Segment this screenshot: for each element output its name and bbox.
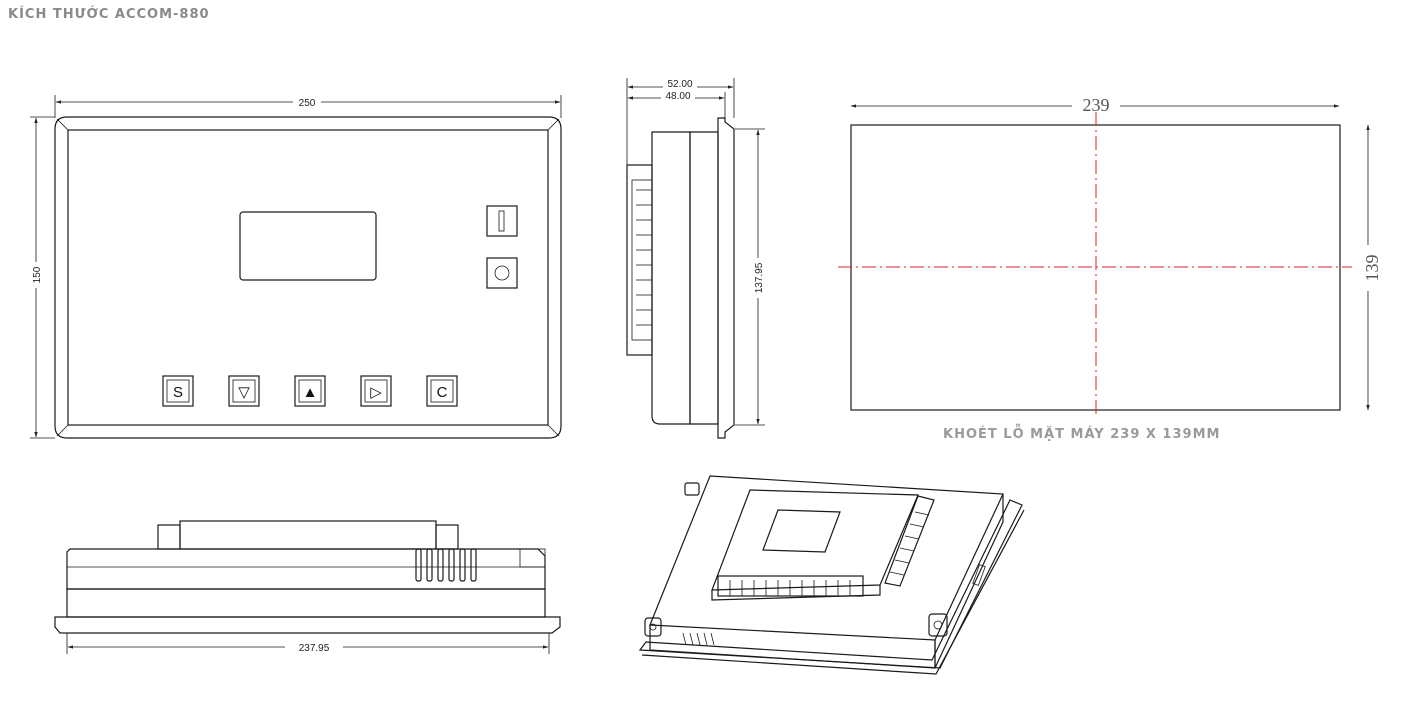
iso-vent-slots: [682, 632, 715, 646]
display-window: [239, 211, 377, 281]
front-width-label: 250: [299, 98, 316, 109]
power-on-button: [486, 205, 518, 237]
front-bezel-inner: [67, 129, 549, 426]
side-view: 52.00 48.00 137.95: [626, 78, 765, 439]
iso-rear-module: [711, 489, 919, 591]
side-terminal-block: [626, 164, 653, 356]
svg-text:S: S: [173, 384, 183, 401]
front-view: 250 150 S: [30, 95, 562, 439]
iso-rear-window: [762, 509, 841, 553]
bottom-view: 237.95: [54, 520, 561, 654]
side-bezel: [717, 117, 735, 439]
iso-mount-clip-right: [928, 613, 948, 637]
cutout-caption: KHOÉT LỖ MẶT MÁY 239 X 139MM: [943, 427, 1221, 442]
side-height-label: 137.95: [754, 262, 765, 293]
bottom-vent-slots: [415, 548, 477, 582]
cutout-view: 239 139: [838, 94, 1382, 414]
key-s: S: [162, 375, 194, 407]
iso-terminal-pins: [729, 580, 851, 596]
side-outer-depth-label: 52.00: [667, 79, 692, 90]
key-c: C: [426, 375, 458, 407]
front-height-label: 150: [32, 266, 43, 283]
front-height-label-bg: [30, 262, 42, 288]
iso-housing-top: [649, 475, 1004, 641]
bottom-terminal-block: [179, 520, 437, 550]
bottom-width-label: 237.95: [299, 643, 330, 654]
cutout-width-label: 239: [1083, 95, 1110, 115]
side-terminal-pins: [636, 189, 652, 326]
key-up: ▲: [294, 375, 326, 407]
key-right: ▷: [360, 375, 392, 407]
svg-text:▷: ▷: [370, 384, 382, 401]
svg-text:▽: ▽: [238, 384, 250, 401]
bottom-bezel: [54, 616, 561, 634]
iso-terminal-strip: [717, 575, 864, 597]
svg-text:C: C: [437, 384, 448, 401]
isometric-view: [638, 475, 1025, 675]
side-housing: [651, 131, 691, 425]
key-down: ▽: [228, 375, 260, 407]
page-title: KÍCH THƯỚC ACCOM-880: [8, 7, 210, 22]
cutout-height-label: 139: [1362, 255, 1382, 282]
svg-text:▲: ▲: [303, 384, 318, 401]
side-inner-depth-label: 48.00: [665, 91, 690, 102]
power-off-button: [486, 257, 518, 289]
iso-side-terminal-strip: [884, 495, 935, 587]
iso-mount-clip-left: [644, 617, 662, 637]
bottom-housing: [66, 548, 546, 590]
front-bezel-outer: [54, 116, 562, 439]
front-width-label-bg: [293, 96, 321, 108]
iso-bezel: [638, 499, 1023, 669]
